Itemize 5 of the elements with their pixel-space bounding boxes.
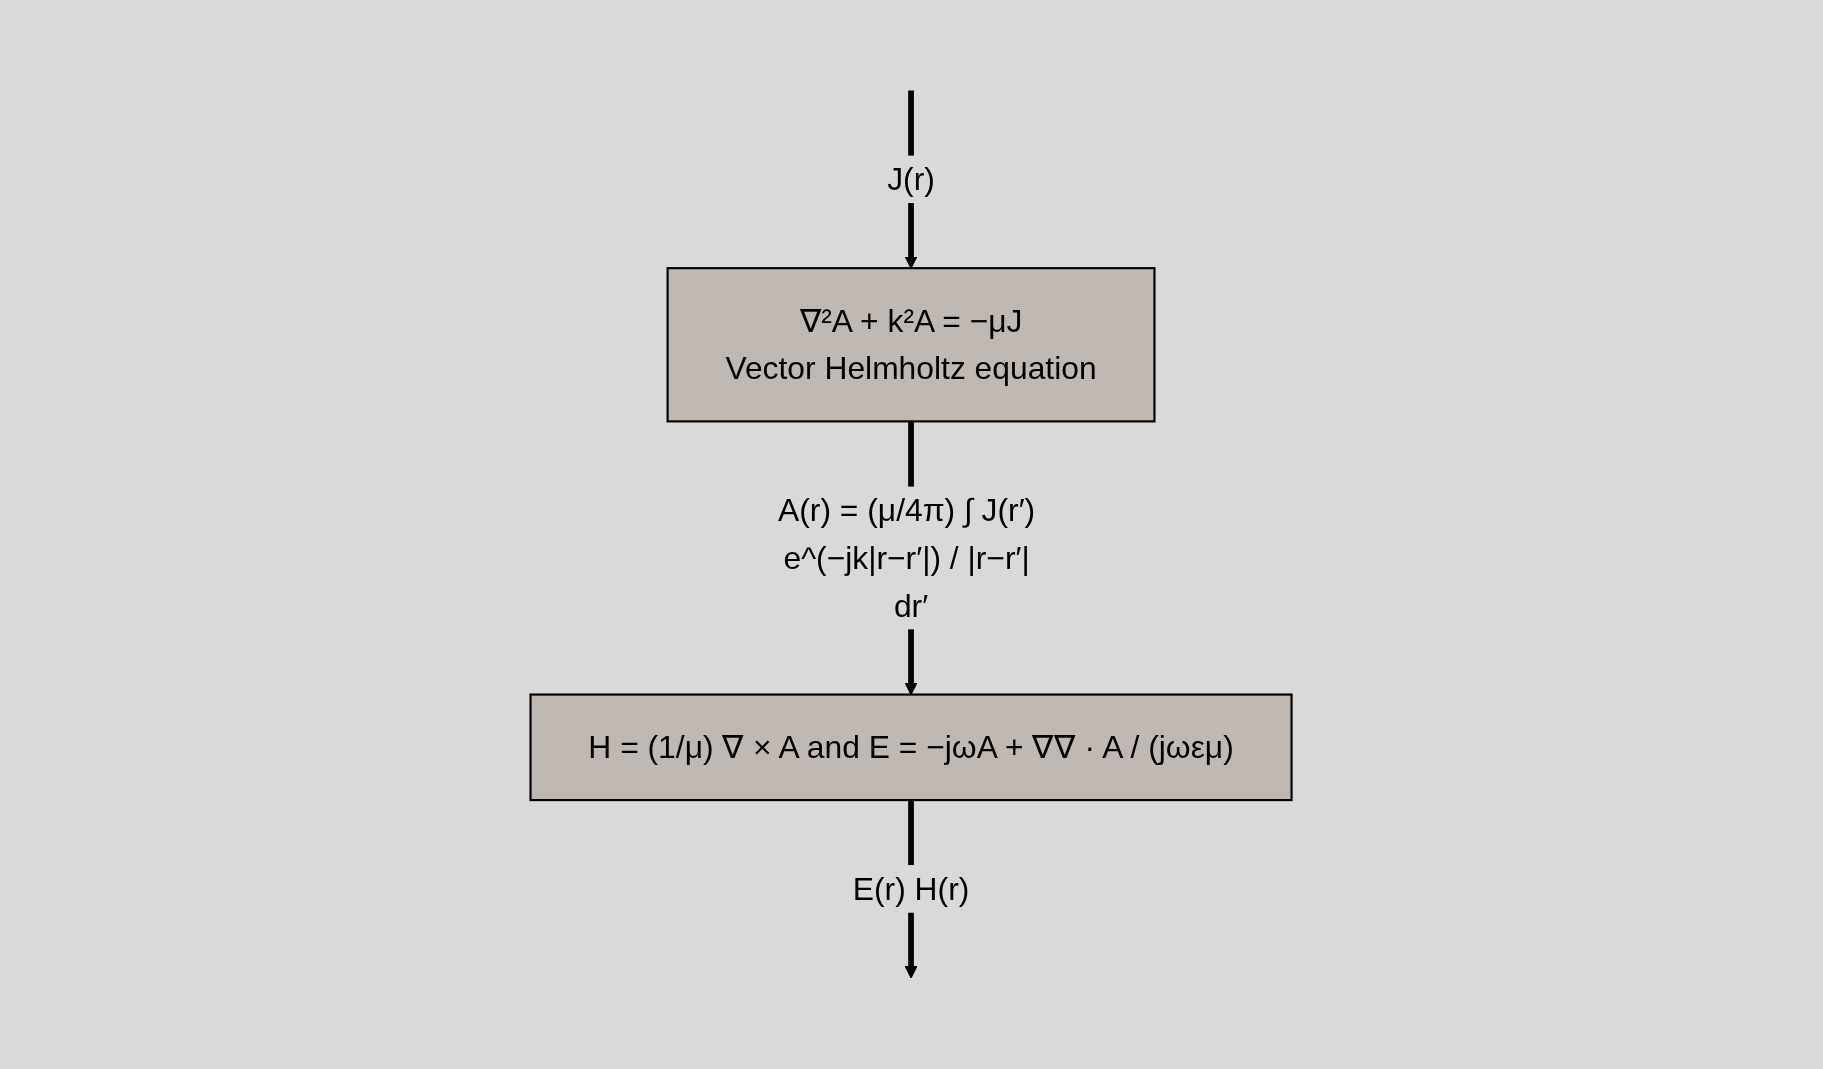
node-box: ∇²A + k²A = −μJ Vector Helmholtz equation bbox=[667, 267, 1156, 423]
edge-label: A(r) = (μ/4π) ∫ J(r′) e^(−jk|r−r′|) / |r−r′| dr′ bbox=[778, 492, 1036, 625]
node-box: H = (1/μ) ∇ × A and E = −jωA + ∇∇ · A / (jωεμ) bbox=[529, 693, 1294, 802]
edge-label: E(r) H(r) bbox=[853, 871, 970, 908]
edge-label: J(r) bbox=[887, 161, 936, 198]
